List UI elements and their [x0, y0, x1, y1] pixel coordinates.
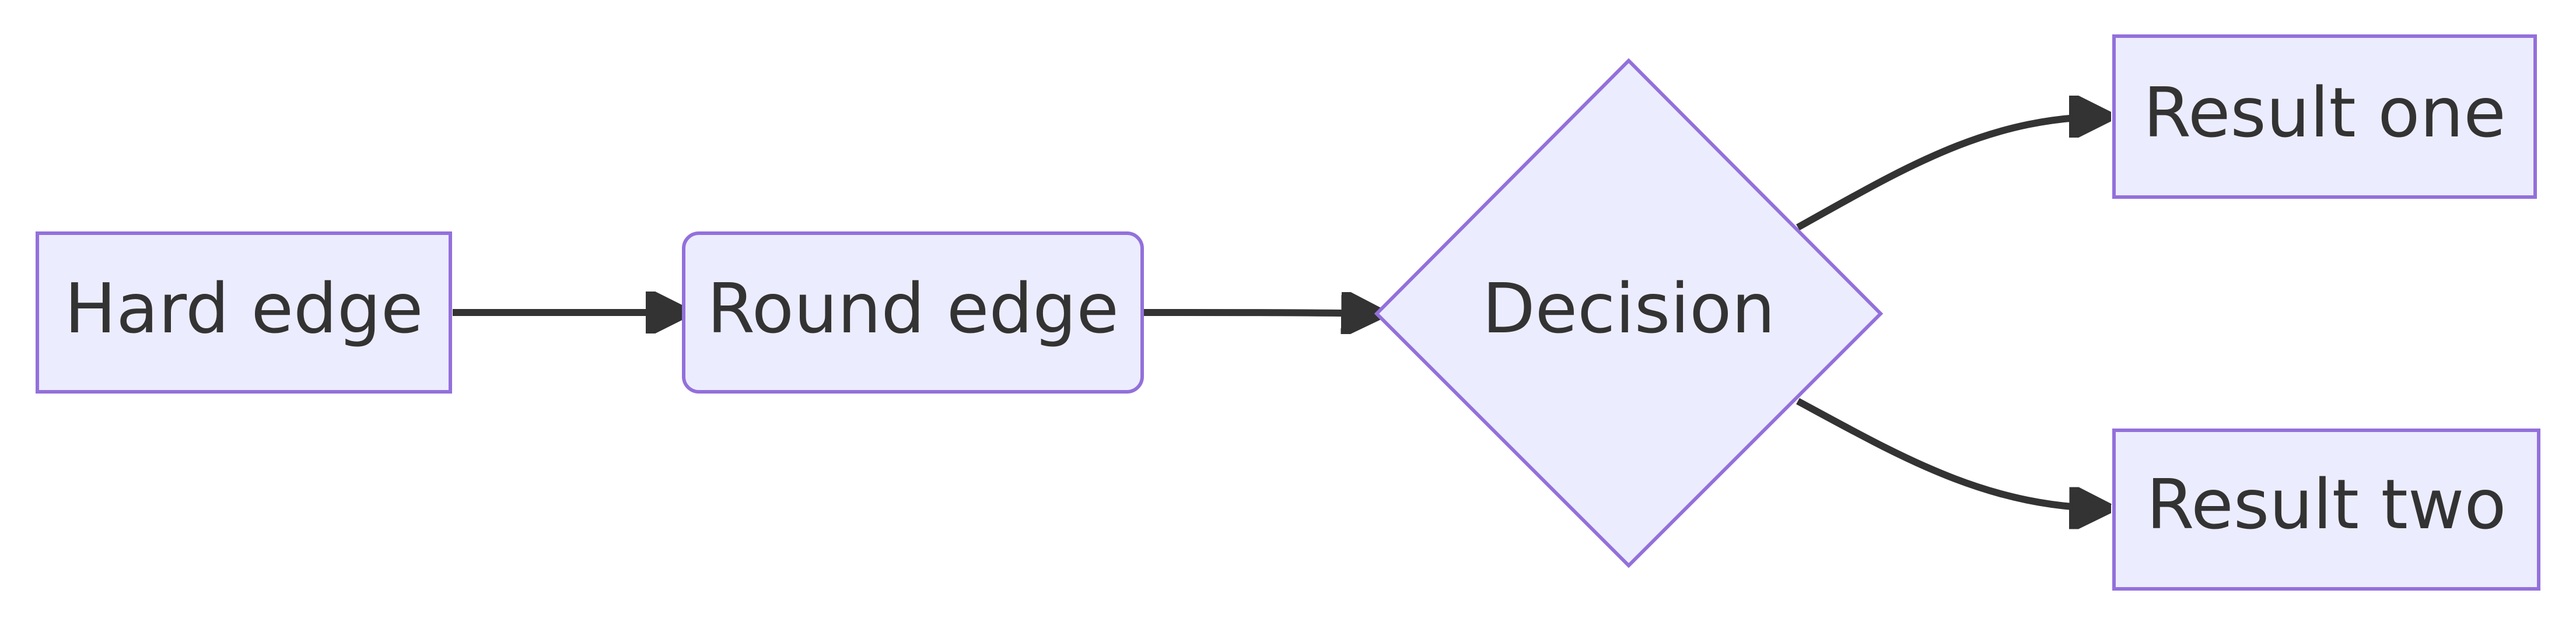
node-result-two[interactable]: Result two: [2112, 429, 2540, 591]
edge-decision-to-result-one: [1796, 117, 2107, 231]
node-decision-label: Decision: [1482, 268, 1775, 349]
node-round-edge[interactable]: Round edge: [682, 231, 1144, 394]
node-hard-edge-label: Hard edge: [65, 268, 424, 349]
node-round-edge-label: Round edge: [707, 268, 1119, 349]
node-result-one-label: Result one: [2143, 72, 2506, 153]
node-result-two-label: Result two: [2146, 464, 2506, 545]
node-decision[interactable]: Decision: [1374, 58, 1884, 568]
node-result-one[interactable]: Result one: [2112, 34, 2537, 199]
edge-decision-to-result-two: [1796, 398, 2107, 508]
node-hard-edge[interactable]: Hard edge: [36, 231, 452, 394]
edge-round-to-decision: [1143, 312, 1379, 314]
